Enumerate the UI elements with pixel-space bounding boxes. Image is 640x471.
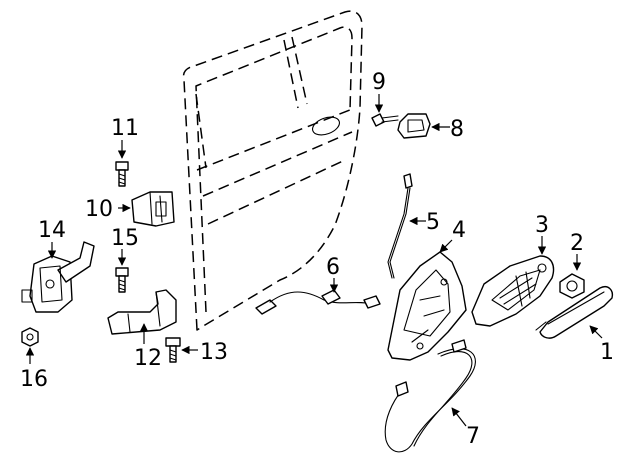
- callout-5: 5: [426, 210, 440, 235]
- check-bolt: [115, 267, 129, 293]
- callout-13: 13: [200, 340, 228, 365]
- callout-15: 15: [111, 226, 139, 251]
- upper-hinge: [131, 191, 175, 227]
- door-striker: [397, 113, 431, 139]
- door-latch: [387, 251, 467, 361]
- hinge-bolt-upper: [115, 161, 129, 187]
- callout-3: 3: [535, 213, 549, 238]
- handle-carrier: [471, 255, 555, 327]
- callout-14: 14: [38, 218, 66, 243]
- callout-8: 8: [450, 117, 464, 142]
- inside-handle-cable: [255, 289, 381, 315]
- door-outline: [182, 10, 363, 331]
- callout-10: 10: [85, 197, 113, 222]
- door-check: [21, 241, 95, 313]
- leader-lines: [25, 94, 603, 427]
- hinge-bolt-lower: [165, 337, 181, 363]
- callout-12: 12: [134, 346, 162, 371]
- callout-2: 2: [570, 231, 584, 256]
- callout-9: 9: [372, 70, 386, 95]
- release-cable: [384, 339, 476, 453]
- callout-7: 7: [466, 424, 480, 449]
- callout-16: 16: [20, 367, 48, 392]
- callout-11: 11: [111, 116, 139, 141]
- callout-1: 1: [600, 340, 614, 365]
- lock-cylinder: [559, 273, 585, 299]
- callout-labels: 1 2 3 4 5 6 7 8 9 10 11 12 13 14 15 16: [20, 70, 614, 449]
- striker-screw: [371, 113, 399, 127]
- lock-rod: [387, 173, 413, 279]
- outside-handle: [535, 286, 614, 339]
- callout-6: 6: [326, 255, 340, 280]
- callout-4: 4: [452, 218, 466, 243]
- lower-hinge: [107, 289, 177, 335]
- check-nut: [21, 327, 39, 347]
